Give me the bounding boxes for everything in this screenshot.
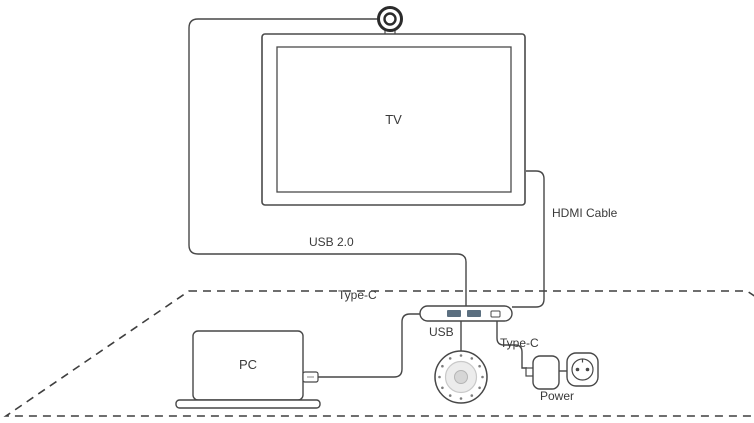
webcam-icon (377, 6, 403, 36)
tv-label: TV (385, 111, 402, 127)
tv-frame (261, 33, 526, 206)
pc-label: PC (238, 357, 258, 373)
usb-hub-label: USB (429, 325, 454, 339)
power-label: Power (540, 389, 575, 403)
usb-hub (419, 305, 513, 322)
typec-power-label: Type-C (500, 336, 539, 350)
usb2-cable-label: USB 2.0 (309, 235, 354, 249)
power-adapter (525, 355, 567, 390)
laptop-typec-cable (318, 313, 421, 378)
power-cable (496, 321, 527, 369)
laptop (175, 330, 321, 409)
usb-port-icon (467, 310, 481, 317)
hdmi-cable (512, 170, 545, 308)
speakerphone (434, 350, 488, 404)
usb2-cable (188, 18, 467, 307)
usb-port-icon (447, 310, 461, 317)
wall-socket-icon (566, 352, 599, 387)
typec-hub-label: Type-C (338, 288, 377, 302)
hdmi-cable-label: HDMI Cable (552, 206, 618, 220)
speaker-dot-ring (438, 354, 484, 400)
typec-port-icon (490, 310, 501, 318)
table-surface (3, 290, 754, 417)
